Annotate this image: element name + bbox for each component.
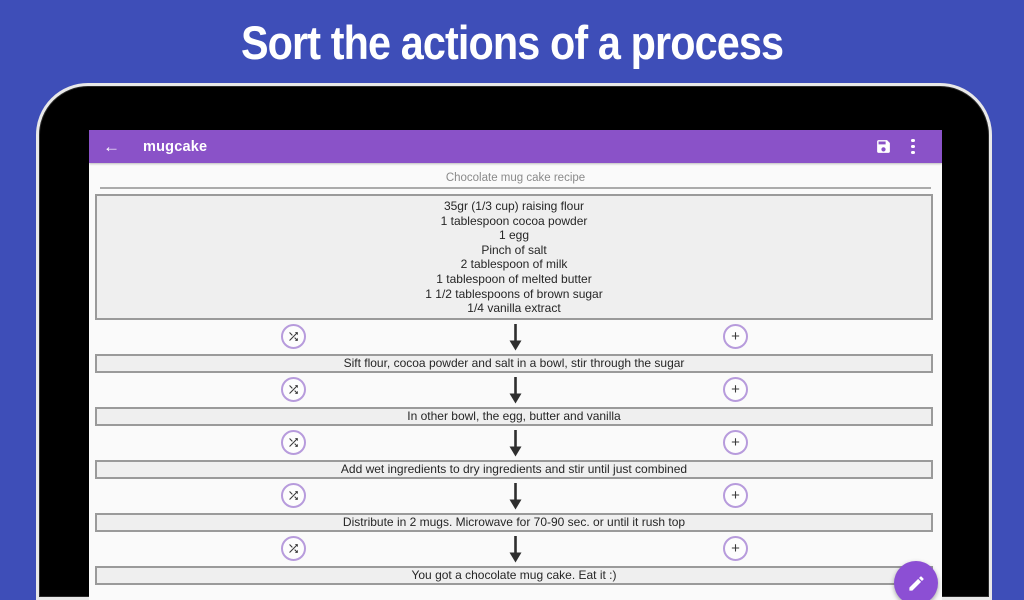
app-toolbar: ← mugcake xyxy=(89,130,942,163)
add-step-button[interactable]: + xyxy=(723,323,748,349)
toolbar-title: mugcake xyxy=(143,138,208,155)
ingredient-line: 35gr (1/3 cup) raising flour xyxy=(443,199,585,213)
back-icon[interactable]: ← xyxy=(103,137,120,156)
arrow-down-icon xyxy=(508,323,523,356)
ingredient-line: 1 1/2 tablespoons of brown sugar xyxy=(425,286,603,301)
shuffle-button[interactable] xyxy=(281,323,306,349)
step-box[interactable]: Sift flour, cocoa powder and salt in a b… xyxy=(95,353,933,373)
edit-fab-button[interactable] xyxy=(894,561,938,600)
connector-row: + xyxy=(89,320,942,354)
ingredient-line: Pinch of salt xyxy=(481,242,547,257)
banner: Sort the actions of a process xyxy=(0,0,1024,84)
ingredient-line: 1 tablespoon of melted butter xyxy=(436,271,592,286)
step-box[interactable]: Add wet ingredients to dry ingredients a… xyxy=(95,459,933,479)
add-step-button[interactable]: + xyxy=(723,429,748,455)
connector-row: + xyxy=(89,532,942,566)
connector-row: + xyxy=(89,426,942,460)
shuffle-button[interactable] xyxy=(281,482,306,508)
add-step-button[interactable]: + xyxy=(723,535,748,561)
step-box[interactable]: Distribute in 2 mugs. Microwave for 70-9… xyxy=(95,512,933,532)
connector-row: + xyxy=(89,479,942,513)
arrow-down-icon xyxy=(508,376,523,409)
title-divider xyxy=(100,187,931,189)
overflow-menu-icon[interactable] xyxy=(898,132,928,162)
ingredient-line: 2 tablespoon of milk xyxy=(460,257,568,272)
shuffle-button[interactable] xyxy=(281,535,306,561)
banner-title: Sort the actions of a process xyxy=(240,15,784,69)
tablet-frame: ← mugcake Chocolate mug cake recipe 35gr… xyxy=(36,83,992,600)
process-title: Chocolate mug cake recipe xyxy=(445,172,586,184)
arrow-down-icon xyxy=(508,535,523,568)
arrow-down-icon xyxy=(508,429,523,462)
connector-row: + xyxy=(89,373,942,407)
ingredient-line: 1 tablespoon cocoa powder xyxy=(440,213,588,228)
step-box[interactable]: In other bowl, the egg, butter and vanil… xyxy=(95,406,933,426)
ingredient-line: 1 egg xyxy=(498,228,530,243)
arrow-down-icon xyxy=(508,482,523,515)
add-step-button[interactable]: + xyxy=(723,376,748,402)
shuffle-button[interactable] xyxy=(281,376,306,402)
add-step-button[interactable]: + xyxy=(723,482,748,508)
step-box[interactable]: You got a chocolate mug cake. Eat it :) xyxy=(95,565,933,585)
save-icon[interactable] xyxy=(868,132,898,162)
shuffle-button[interactable] xyxy=(281,429,306,455)
step-box-ingredients[interactable]: 35gr (1/3 cup) raising flour 1 tablespoo… xyxy=(95,194,933,320)
app-screen: ← mugcake Chocolate mug cake recipe 35gr… xyxy=(89,130,942,600)
ingredient-line: 1/4 vanilla extract xyxy=(467,301,561,316)
